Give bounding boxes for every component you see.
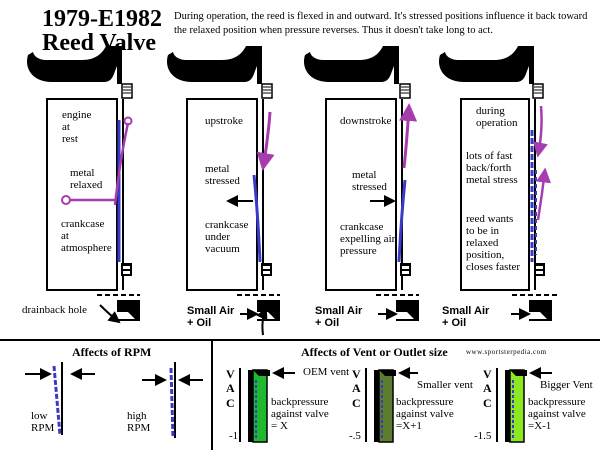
panel-1-bottom-block [117, 300, 140, 320]
panel-2-air-oil-label: Small Air + Oil [187, 305, 235, 330]
vent-oem-backpressure: backpressure against valve = X [271, 396, 329, 432]
panel-1-state-label: engine at rest [62, 109, 92, 145]
vent-smaller-backpressure: backpressure against valve =X+1 [396, 396, 454, 432]
panel-4-housing [460, 98, 530, 291]
panel-1-cover [27, 46, 122, 84]
panel-3-reed-label: metal stressed [352, 169, 387, 193]
panel-4-reed-label: lots of fast back/forth metal stress [466, 150, 518, 186]
panel-2-state-label: upstroke [205, 115, 243, 127]
panel-1-arrow [113, 122, 130, 206]
panel-3-air-oil-label: Small Air + Oil [315, 305, 363, 330]
vent-bigger-vac-label: V A C [483, 367, 492, 410]
rpm-section-title: Affects of RPM [72, 345, 152, 359]
vent-bigger-backpressure: backpressure against valve =X-1 [528, 396, 586, 432]
panel-3-cover [304, 46, 399, 84]
panel-3-arrow [399, 103, 418, 169]
panel-3-housing [325, 98, 397, 291]
vent-oem-label: OEM vent [303, 366, 350, 378]
panel-4-cover [439, 46, 534, 84]
title-years: 1979-E1982 [42, 6, 162, 32]
panel-1-housing [46, 98, 118, 291]
vent-smaller-vac-label: V A C [352, 367, 361, 410]
panel-3-drawing [304, 46, 419, 321]
panel-1-crankcase-label: crankcase at atmosphere [61, 218, 112, 254]
panel-4-state-label: during operation [476, 105, 518, 129]
rpm-high-drawing [142, 362, 203, 439]
panel-1-spring [121, 83, 133, 99]
panel-2-cover [167, 46, 262, 84]
panel-2-reed [252, 174, 262, 263]
header-description: During operation, the reed is flexed in … [174, 11, 588, 36]
panel-3-state-label: downstroke [340, 115, 392, 127]
rpm-low-label: low RPM [31, 410, 55, 434]
drainback-hole-label: drainback hole [22, 304, 88, 316]
panel-3-reed [397, 179, 407, 263]
title-reed-valve: Reed Valve [42, 30, 156, 56]
website-label: www.sportsterpedia.com [466, 348, 547, 356]
rpm-high-label: high RPM [127, 410, 151, 434]
vent-smaller-value: -.5 [349, 430, 361, 442]
vent-bigger-drawing [496, 367, 552, 443]
panel-2-spring [261, 83, 273, 99]
rpm-low-drawing [25, 362, 95, 436]
panel-1-reed-label: metal relaxed [70, 167, 103, 191]
vent-smaller-drawing [365, 367, 418, 443]
panel-1-bolt [121, 263, 132, 276]
panel-4-spring [532, 83, 544, 99]
panel-4-drawing [439, 46, 560, 321]
panel-3-crankcase-label: crankcase expelling air pressure [340, 221, 396, 257]
panel-2-drawing [167, 46, 280, 336]
panel-4-air-oil-label: Small Air + Oil [442, 305, 490, 330]
panel-4-arrow-down [533, 105, 548, 158]
vent-oem-vac-label: V A C [226, 367, 235, 410]
vent-oem-value: -1 [229, 430, 239, 442]
panel-3-spring [399, 83, 411, 99]
panel-2-crankcase-label: crankcase under vacuum [205, 219, 249, 255]
vent-bigger-value: -1.5 [474, 430, 492, 442]
panel-2-housing [186, 98, 258, 291]
vent-smaller-label: Smaller vent [417, 379, 473, 391]
vent-section-title: Affects of Vent or Outlet size [301, 345, 448, 359]
panel-2-arrow [256, 111, 275, 171]
panel-1-drawing [27, 46, 140, 324]
panel-4-arrow-up [536, 167, 551, 221]
panel-2-reed-label: metal stressed [205, 163, 240, 187]
vent-oem-drawing [239, 367, 295, 443]
panel-4-crankcase-label: reed wants to be in relaxed position, cl… [466, 213, 521, 273]
vent-bigger-label: Bigger Vent [540, 379, 593, 391]
